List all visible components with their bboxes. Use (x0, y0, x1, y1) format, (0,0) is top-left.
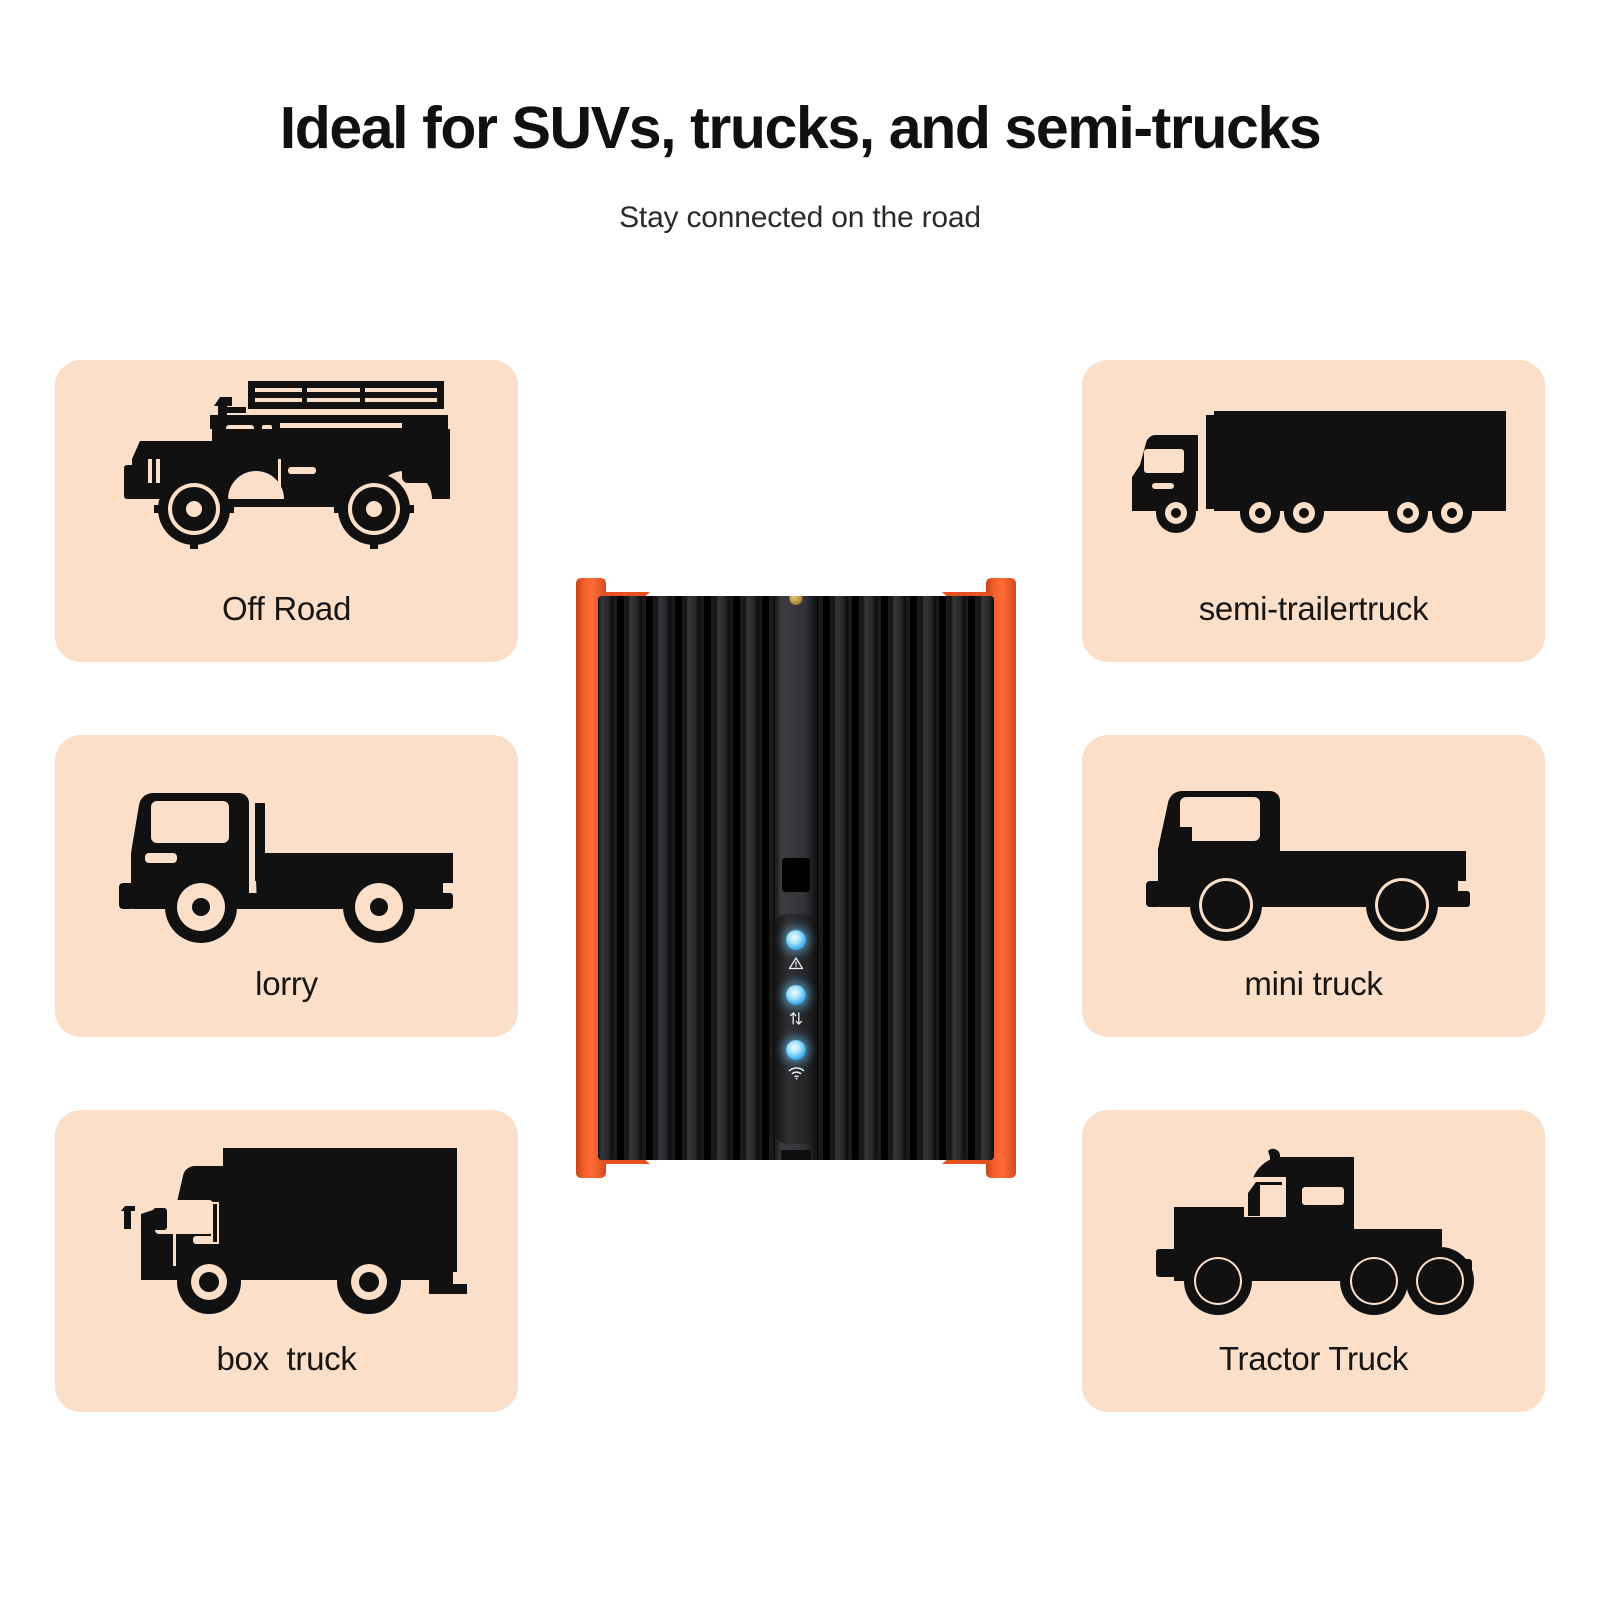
tractor-truck-icon (1082, 1126, 1545, 1322)
heatsink-groove (733, 596, 741, 1160)
heatsink-groove (762, 596, 770, 1160)
vehicle-card-label: box truck (216, 1340, 357, 1377)
heatsink-fin (978, 596, 994, 1160)
suv-offroad-icon (55, 370, 518, 566)
heatsink-groove (939, 596, 947, 1160)
led-lamp (786, 930, 806, 950)
vehicle-card-semi-trailer-truck[interactable]: semi-trailertruck (1082, 360, 1545, 662)
heatsink-fin (598, 596, 613, 1160)
data-transfer-icon (787, 1010, 805, 1026)
heatsink-fin (743, 596, 759, 1160)
vehicle-card-mini-truck[interactable]: mini truck (1082, 735, 1545, 1037)
device-heatsink-chassis (598, 596, 994, 1160)
heatsink-groove (674, 596, 682, 1160)
heatsink-fin (949, 596, 965, 1160)
vehicle-card-box-truck[interactable]: box truck (55, 1110, 518, 1412)
page-header: Ideal for SUVs, trucks, and semi-trucks … (0, 0, 1600, 235)
heatsink-fin (891, 596, 907, 1160)
heatsink-fin (627, 596, 643, 1160)
heatsink-groove (616, 596, 624, 1160)
device-status-panel (775, 914, 817, 1144)
page-title: Ideal for SUVs, trucks, and semi-trucks (279, 95, 1322, 161)
status-indicator-data (786, 985, 806, 1026)
warning-triangle-icon (787, 955, 805, 971)
vehicle-card-label: Off Road (221, 590, 352, 627)
heatsink-fin (685, 596, 701, 1160)
vehicle-card-label: semi-trailertruck (1198, 590, 1429, 627)
heatsink-fin-array (598, 596, 994, 1160)
status-indicator-wifi (786, 1040, 806, 1081)
led-lamp (786, 1040, 806, 1060)
page-subtitle: Stay connected on the road (619, 200, 981, 234)
heatsink-groove (909, 596, 917, 1160)
wifi-signal-icon (787, 1065, 805, 1081)
heatsink-groove (645, 596, 653, 1160)
semi-trailer-truck-icon (1082, 378, 1545, 574)
mini-truck-icon (1082, 755, 1545, 951)
vehicle-card-off-road[interactable]: Off Road (55, 360, 518, 662)
heatsink-groove (851, 596, 859, 1160)
antenna-screw-icon (789, 596, 803, 605)
device-port-window (782, 858, 810, 892)
heatsink-fin (656, 596, 672, 1160)
heatsink-groove (704, 596, 712, 1160)
device-foot-tab (780, 1150, 811, 1160)
flatbed-lorry-icon (55, 757, 518, 953)
vehicle-card-label: Tractor Truck (1218, 1340, 1409, 1377)
heatsink-groove (822, 596, 830, 1160)
heatsink-fin (714, 596, 730, 1160)
box-truck-icon (55, 1128, 518, 1324)
led-lamp (786, 985, 806, 1005)
vehicle-card-tractor-truck[interactable]: Tractor Truck (1082, 1110, 1545, 1412)
status-indicator-alert (786, 930, 806, 971)
heatsink-fin (862, 596, 878, 1160)
heatsink-groove (968, 596, 976, 1160)
vehicle-card-label: mini truck (1244, 965, 1383, 1002)
vehicle-card-lorry[interactable]: lorry (55, 735, 518, 1037)
heatsink-groove (880, 596, 888, 1160)
vehicle-card-label: lorry (255, 965, 318, 1002)
router-device (576, 578, 1016, 1178)
heatsink-fin (833, 596, 849, 1160)
heatsink-fin (920, 596, 936, 1160)
